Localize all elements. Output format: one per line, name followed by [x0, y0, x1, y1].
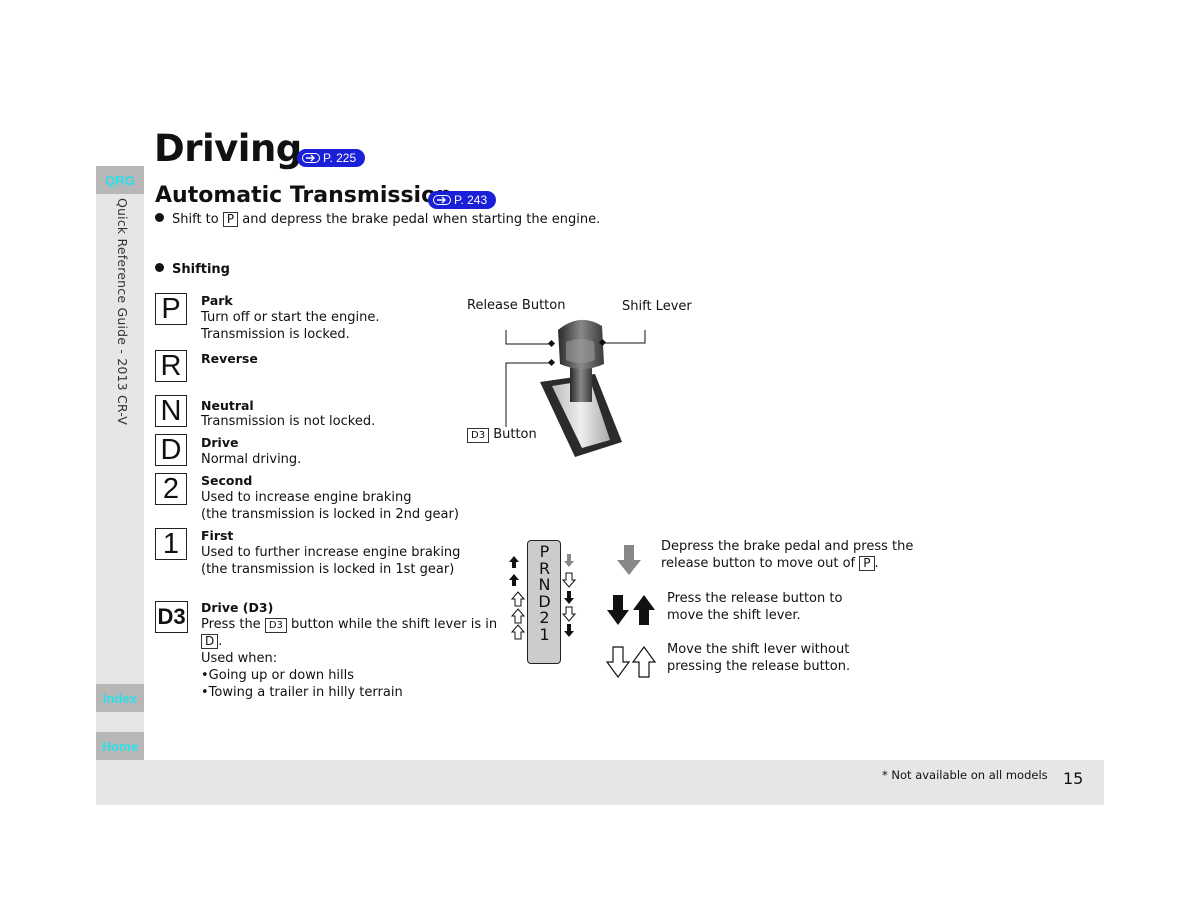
gear-d-icon: D — [155, 434, 187, 466]
page-number: 15 — [1063, 769, 1084, 788]
shifting-heading: Shifting — [155, 262, 230, 277]
bullet-icon — [155, 263, 164, 272]
gate-arrows-icon — [509, 554, 577, 640]
sidebar — [96, 166, 144, 760]
gear-p-icon: P — [155, 293, 187, 325]
arrow-right-icon — [433, 195, 451, 205]
section-title: Automatic Transmission — [155, 183, 452, 208]
callout-lines — [505, 330, 646, 427]
qrg-tab[interactable]: QRG — [96, 166, 144, 194]
gear-desc-first: Used to further increase engine braking(… — [201, 545, 461, 577]
gear-desc-park: Turn off or start the engine.Transmissio… — [201, 310, 380, 342]
gear-p-inline: P — [222, 212, 239, 227]
gear-d-inline: D — [201, 634, 219, 649]
legend-text-brake: Depress the brake pedal and press the re… — [661, 539, 914, 571]
shift-lever-label: Shift Lever — [622, 299, 692, 314]
intro-prefix: Shift to — [172, 212, 219, 227]
section-ref-label: P. 243 — [454, 193, 488, 207]
shift-lever-photo — [540, 319, 622, 457]
intro-bullet: Shift to P and depress the brake pedal w… — [155, 212, 600, 227]
release-button-label: Release Button — [467, 298, 566, 313]
gear-desc-drive: Normal driving. — [201, 452, 302, 467]
gear-name-second: Second — [201, 473, 253, 488]
gear-r-icon: R — [155, 350, 187, 382]
index-tab[interactable]: Index — [96, 684, 144, 712]
d3-box: D3 — [467, 428, 490, 443]
d3-button-label: D3 Button — [467, 427, 537, 443]
footer-bar — [96, 760, 1104, 805]
outline-up-down-arrows-icon — [606, 646, 656, 679]
gray-down-arrow-icon — [617, 545, 641, 575]
gear-name-reverse: Reverse — [201, 351, 258, 366]
gear-2-icon: 2 — [155, 473, 187, 505]
black-up-down-arrows-icon — [607, 595, 655, 625]
gear-desc-d3: Press the D3 button while the shift leve… — [201, 617, 498, 700]
gear-1-icon: 1 — [155, 528, 187, 560]
vertical-guide-title: Quick Reference Guide - 2013 CR-V — [115, 198, 130, 426]
footnote: * Not available on all models — [882, 768, 1048, 782]
gear-desc-neutral: Transmission is not locked. — [201, 414, 376, 429]
home-tab[interactable]: Home — [96, 732, 144, 760]
gear-name-park: Park — [201, 293, 233, 308]
gear-name-first: First — [201, 528, 234, 543]
bullet-icon — [155, 213, 164, 222]
title-ref-label: P. 225 — [323, 151, 357, 165]
title-page-ref-link[interactable]: P. 225 — [298, 150, 365, 166]
gear-n-icon: N — [155, 395, 187, 427]
gear-name-drive: Drive — [201, 435, 239, 450]
shifting-label: Shifting — [172, 262, 230, 277]
section-page-ref-link[interactable]: P. 243 — [429, 192, 496, 208]
arrow-right-icon — [302, 153, 320, 163]
d3-inline-box: D3 — [264, 618, 287, 633]
gear-desc-second: Used to increase engine braking(the tran… — [201, 490, 459, 522]
gear-p-inline: P — [859, 556, 875, 571]
page-title: Driving — [154, 127, 302, 170]
gear-d3-icon: D3 — [155, 601, 188, 633]
gear-name-neutral: Neutral — [201, 398, 254, 413]
gear-name-d3: Drive (D3) — [201, 600, 274, 615]
shift-gate-diagram — [527, 540, 561, 664]
intro-suffix: and depress the brake pedal when startin… — [242, 212, 601, 227]
